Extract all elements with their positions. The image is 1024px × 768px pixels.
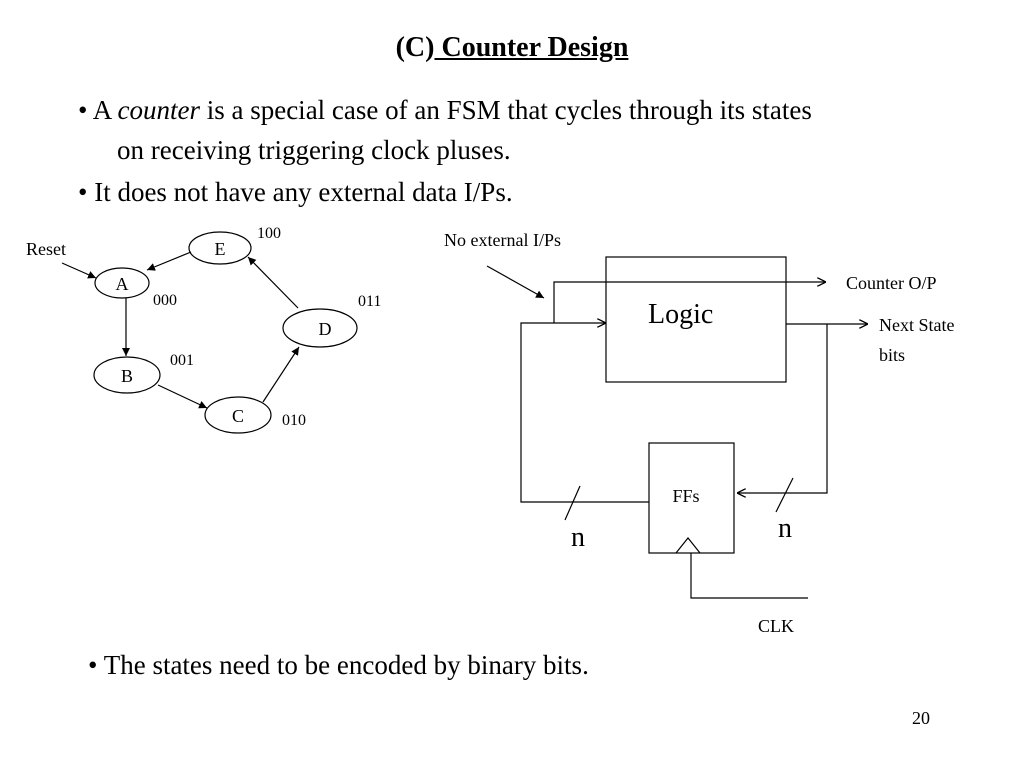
ffs-label: FFs: [672, 486, 699, 506]
transition-b-c: [157, 384, 208, 409]
reset-label: Reset: [26, 239, 66, 259]
bullet1-part-a: • A: [78, 95, 118, 125]
next-state-bits-label: bits: [879, 345, 905, 365]
bus-width-right: n: [778, 513, 792, 544]
clk-label: CLK: [758, 616, 794, 636]
transition-d-e: [247, 256, 299, 309]
title-main: Counter Design: [434, 32, 629, 63]
state-b-code: 001: [170, 352, 194, 369]
reset-arrow: [61, 262, 97, 279]
clock-triangle: [675, 537, 701, 554]
transition-c-d: [262, 346, 300, 403]
logic-block: [605, 256, 787, 383]
bullet-state-encoding: • The states need to be encoded by binar…: [88, 650, 589, 680]
logic-label: Logic: [648, 299, 713, 330]
state-a-code: 000: [153, 292, 177, 309]
transition-e-a: [146, 251, 192, 271]
title-prefix: (C): [395, 32, 435, 63]
state-a: A: [94, 267, 150, 299]
bus-width-left: n: [571, 522, 585, 553]
state-b: B: [93, 356, 161, 394]
block-diagram: No external I/Ps Logic Counter O/P Next …: [444, 230, 954, 636]
counter-output-wire: [553, 282, 826, 323]
no-external-inputs-arrow: [486, 265, 545, 299]
state-c-label: C: [232, 406, 244, 426]
state-to-logic-wire: [520, 323, 649, 503]
feedback-to-ffs-wire: [737, 324, 828, 493]
state-e-code: 100: [257, 225, 281, 242]
state-e: E: [188, 231, 252, 265]
page-number: 20: [912, 708, 930, 728]
bus-slash-right: [775, 477, 794, 513]
state-d-code: 011: [358, 293, 381, 310]
bus-slash-left: [564, 485, 581, 521]
state-e-label: E: [215, 239, 226, 259]
counter-output-label: Counter O/P: [846, 273, 937, 293]
state-c-code: 010: [282, 412, 306, 429]
state-b-label: B: [121, 366, 133, 386]
no-external-inputs-label: No external I/Ps: [444, 230, 561, 250]
bullet-counter-definition-continued: on receiving triggering clock pluses.: [117, 135, 511, 165]
next-state-label: Next State: [879, 315, 954, 335]
state-d: D: [282, 308, 358, 348]
bullet-no-external-inputs: • It does not have any external data I/P…: [78, 177, 513, 207]
fsm-diagram: Reset A 000 B 001 C 010 D 011: [26, 225, 381, 434]
ffs-block: [648, 442, 735, 554]
bullet1-emphasis: counter: [117, 95, 200, 125]
bullet-counter-definition: • A counter is a special case of an FSM …: [78, 90, 812, 130]
state-a-label: A: [116, 274, 129, 294]
slide-title: (C) Counter Design: [0, 32, 1024, 64]
bullet1-part-b: is a special case of an FSM that cycles …: [199, 95, 812, 125]
state-c: C: [204, 396, 272, 434]
clock-wire: [690, 553, 808, 599]
state-d-label: D: [319, 319, 332, 339]
